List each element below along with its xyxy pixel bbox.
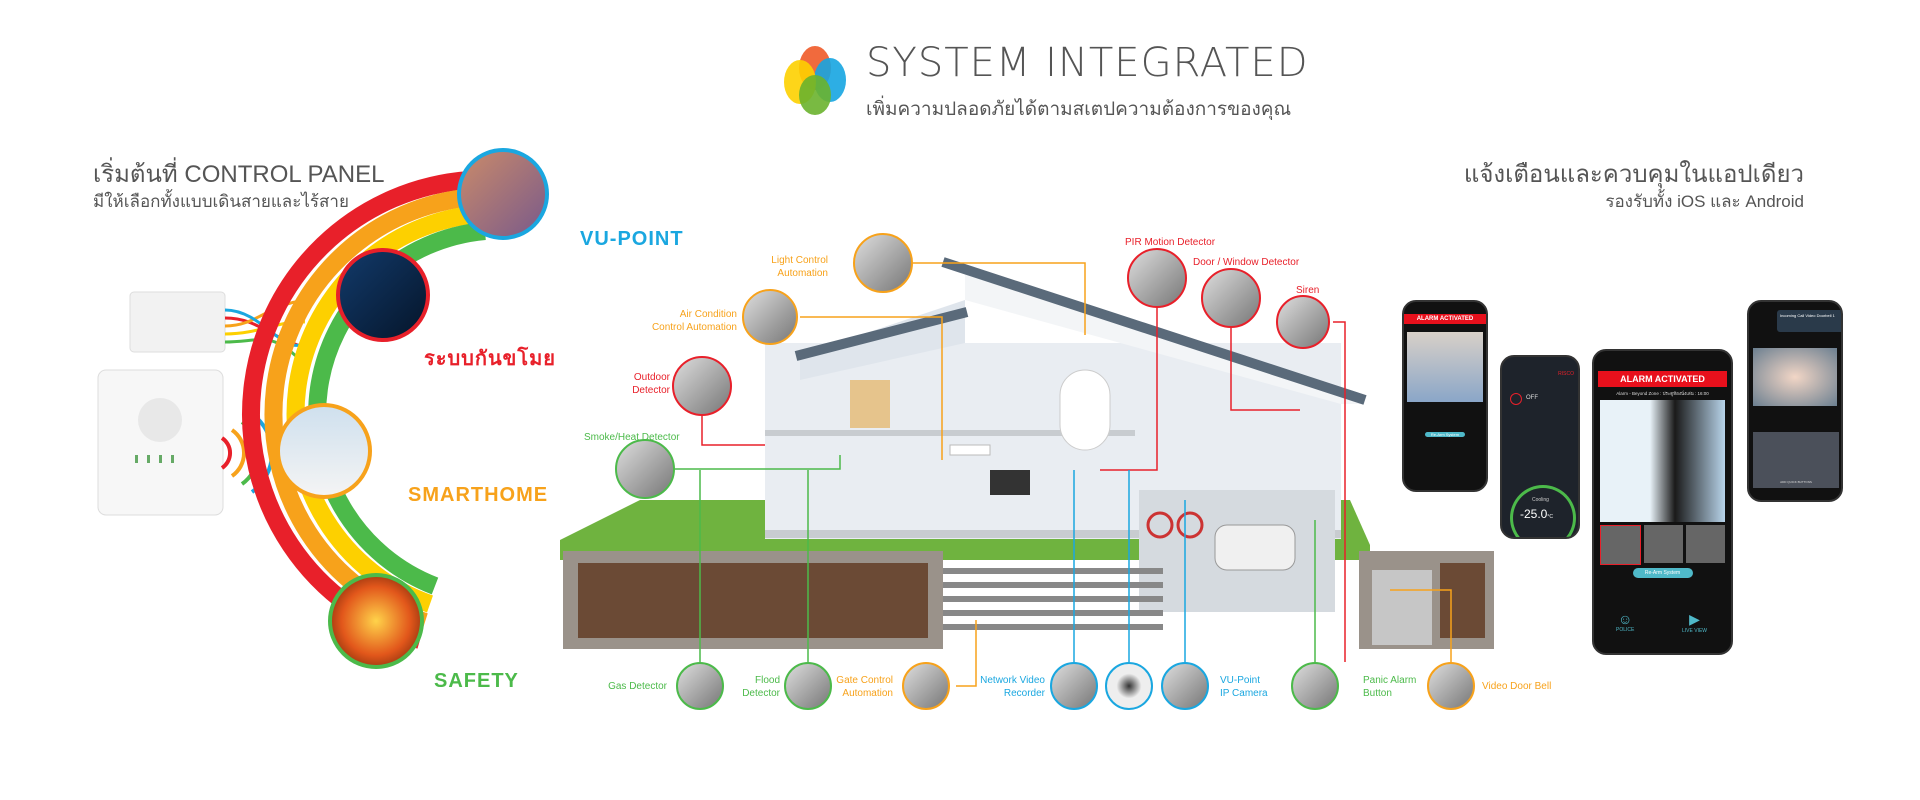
temperature-unit: °C bbox=[1547, 514, 1553, 520]
dome-camera-image bbox=[1105, 662, 1153, 710]
app-subheading: รองรับทั้ง iOS และ Android bbox=[1605, 192, 1804, 211]
callout-image bbox=[1276, 295, 1330, 349]
police-label: POLICE bbox=[1616, 627, 1635, 633]
police-icon: ☺ bbox=[1618, 611, 1633, 627]
callout-image bbox=[672, 356, 732, 416]
intrusion-image bbox=[336, 248, 430, 342]
page-title: SYSTEM INTEGRATED bbox=[866, 40, 1309, 86]
callout-image bbox=[853, 233, 913, 293]
callout-image bbox=[1127, 248, 1187, 308]
callout-label: Network Video Recorder bbox=[980, 675, 1045, 699]
callout-image bbox=[1291, 662, 1339, 710]
callout-label: Door / Window Detector bbox=[1193, 257, 1300, 268]
callout-label: Gas Detector bbox=[608, 681, 667, 692]
callout-image bbox=[1161, 662, 1209, 710]
integration-arc bbox=[241, 171, 486, 649]
alarm-banner: ALARM ACTIVATED bbox=[1598, 371, 1727, 387]
callout-label: Air Condition Control Automation bbox=[651, 309, 737, 333]
power-icon[interactable] bbox=[1510, 393, 1522, 405]
callout-image bbox=[902, 662, 950, 710]
temperature-value: -25.0 bbox=[1520, 507, 1548, 521]
call-title: Incoming Call Video Doorbell 1 bbox=[1780, 313, 1835, 318]
category-intrusion: ระบบกันขโมย bbox=[424, 348, 556, 370]
app-heading: แจ้งเตือนและควบคุมในแอปเดียว bbox=[1463, 161, 1804, 188]
control-panel-heading: เริ่มต้นที่ CONTROL PANEL bbox=[93, 161, 385, 188]
callout-label: Smoke/Heat Detector bbox=[584, 432, 680, 443]
vu-point-image bbox=[457, 148, 549, 240]
phone-health-alarm: ALARM ACTIVATED Re-Arm System bbox=[1402, 300, 1488, 492]
callout-label: Flood Detector bbox=[742, 675, 780, 699]
callout-image bbox=[1050, 662, 1098, 710]
temperature-gauge[interactable] bbox=[1510, 485, 1576, 537]
live-view-label: LIVE VIEW bbox=[1682, 628, 1708, 634]
police-button[interactable]: ☺POLICE bbox=[1616, 611, 1634, 633]
callout-label: Outdoor Detector bbox=[632, 372, 670, 396]
ac-temperature: -25.0°C bbox=[1520, 507, 1553, 521]
callout-image bbox=[615, 439, 675, 499]
category-safety: SAFETY bbox=[434, 670, 519, 692]
callout-label: PIR Motion Detector bbox=[1125, 237, 1216, 248]
smarthome-image bbox=[276, 403, 372, 499]
callout-label: Panic Alarm Button bbox=[1363, 675, 1417, 699]
house-illustration bbox=[560, 257, 1494, 649]
category-vu-point: VU-POINT bbox=[580, 228, 684, 250]
callout-image bbox=[742, 289, 798, 345]
quick-buttons-panel[interactable]: ADD QUICK BUTTONS bbox=[1753, 432, 1839, 488]
callout-image bbox=[676, 662, 724, 710]
rearm-button[interactable]: Re-Arm System bbox=[1425, 432, 1465, 437]
control-panel-subheading: มีให้เลือกทั้งแบบเดินสายและไร้สาย bbox=[93, 192, 349, 211]
safety-image bbox=[328, 573, 424, 669]
ac-state: OFF bbox=[1526, 395, 1538, 401]
phone-intruder-alarm: ALARM ACTIVATED Alarm - Beyond Zone : ปร… bbox=[1592, 349, 1733, 655]
live-view-button[interactable]: ▶LIVE VIEW bbox=[1682, 611, 1707, 634]
rearm-button[interactable]: Re-Arm System bbox=[1632, 568, 1693, 578]
system-logo-icon bbox=[784, 46, 846, 115]
category-smarthome: SMARTHOME bbox=[408, 484, 549, 506]
callout-image bbox=[784, 662, 832, 710]
control-panel-device bbox=[97, 291, 226, 516]
callout-label: Light Control Automation bbox=[771, 255, 828, 279]
quick-buttons-label: ADD QUICK BUTTONS bbox=[1780, 480, 1812, 484]
callout-image bbox=[1201, 268, 1261, 328]
play-icon: ▶ bbox=[1689, 611, 1700, 627]
alarm-detail: Alarm - Beyond Zone : ประตูห้องนั่งเล่น … bbox=[1616, 391, 1709, 396]
page-subtitle: เพิ่มความปลอดภัยได้ตามสเตปความต้องการของ… bbox=[866, 99, 1292, 120]
callout-image bbox=[1427, 662, 1475, 710]
callout-label: VU-Point IP Camera bbox=[1220, 675, 1268, 699]
alarm-banner: ALARM ACTIVATED bbox=[1404, 314, 1486, 324]
callout-label: Gate Control Automation bbox=[836, 675, 893, 699]
phone-video-doorbell: Incoming Call Video Doorbell 1 ADD QUICK… bbox=[1747, 300, 1843, 502]
brand-label: RISCO bbox=[1558, 371, 1574, 377]
callout-label: Video Door Bell bbox=[1482, 681, 1552, 692]
callout-label: Siren bbox=[1296, 285, 1320, 296]
phone-ac-control: RISCO OFF Cooling -25.0°C bbox=[1500, 355, 1580, 539]
incoming-call-notification[interactable]: Incoming Call Video Doorbell 1 bbox=[1777, 310, 1841, 332]
